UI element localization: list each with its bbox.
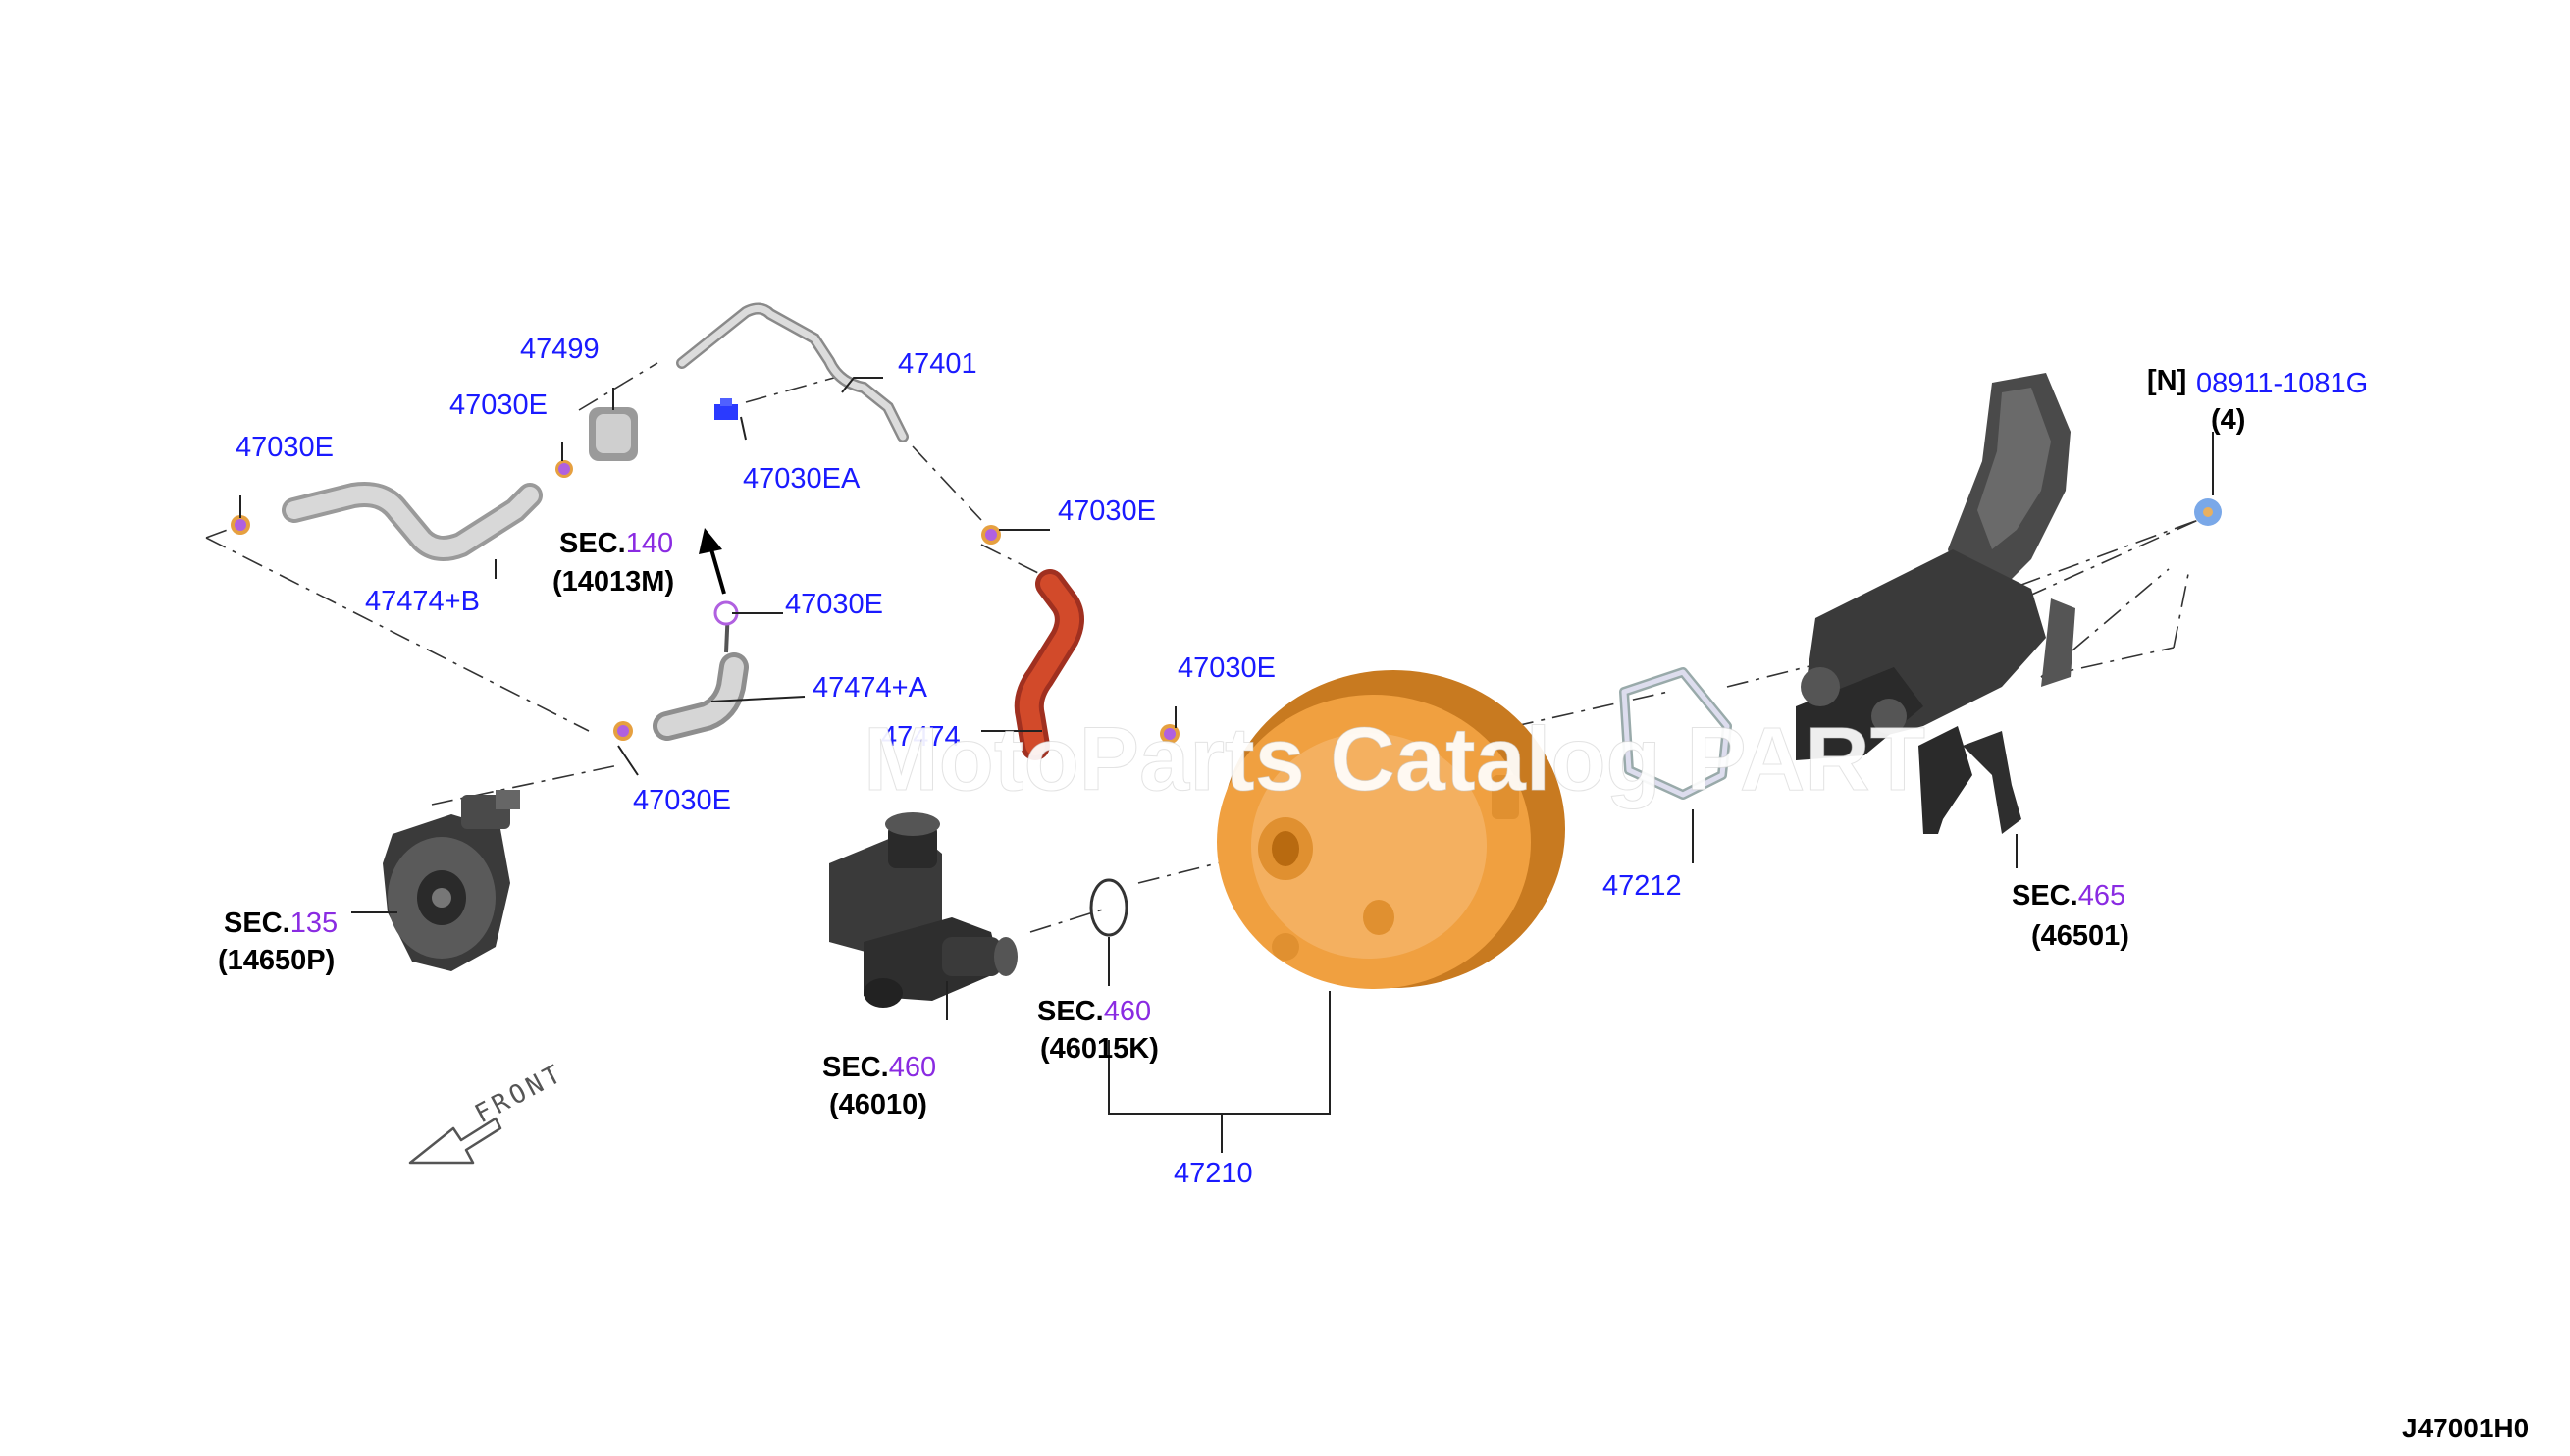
hose-47474-b [282,482,543,561]
clip-icon [1160,724,1180,744]
sec-135-label: SEC.135 [224,908,338,939]
callout-47474: 47474 [881,721,961,753]
sec-140-label: SEC.140 [559,528,673,559]
sec-140-code: (14013M) [552,566,674,598]
front-arrow-icon [408,1117,502,1165]
hose-47474-a [653,607,749,741]
grommet-47499 [589,407,638,461]
watermark: MotoParts Catalog PART [864,709,1925,809]
callout-47030EA: 47030EA [743,463,861,494]
callout-47030E: 47030E [633,785,731,816]
callout-47474A: 47474+A [813,672,928,703]
sec-465-label: SEC.465 [2012,880,2125,911]
callout-47030E: 47030E [449,390,548,421]
callout-47212: 47212 [1602,870,1682,902]
callout-47030E: 47030E [236,432,334,463]
callout-47030E: 47030E [1178,652,1276,684]
clips [231,398,2222,744]
arrow-icon [699,528,726,595]
clip-icon [231,515,250,535]
o-ring [1089,878,1128,937]
clip-icon [613,721,633,741]
vacuum-pump [383,790,520,971]
callouts: 47499 47401 47030E 47030E 47030EA 47030E… [236,334,2368,1189]
sec-460-oring-label: SEC.460 [1037,996,1151,1027]
callout-n-prefix: [N] [2147,365,2186,396]
washer-icon [2194,498,2222,526]
callout-47401: 47401 [898,348,977,380]
master-cylinder [829,812,1018,1008]
front-indicator: FRONT [408,1059,569,1165]
sec-460-oring-code: (46015K) [1040,1033,1159,1065]
clip-icon [714,398,738,420]
clip-icon [981,525,1001,545]
pipe-47401 [676,302,909,442]
hose-47474-red [1014,569,1084,760]
leader-lines [239,377,2214,1153]
callout-08911-1081G: 08911-1081G [2196,368,2368,399]
callout-47030E: 47030E [785,589,883,620]
pedal-assembly [1796,373,2075,834]
front-label: FRONT [470,1059,569,1130]
callout-47030E: 47030E [1058,495,1156,527]
sec-460-code: (46010) [829,1089,927,1120]
sec-135-code: (14650P) [218,945,335,976]
diagram-id: J47001H0 [2402,1413,2529,1443]
callout-47474B: 47474+B [365,586,480,617]
callout-47210: 47210 [1174,1158,1253,1189]
brake-booster [1217,670,1565,989]
clip-icon [555,460,573,478]
callout-47499: 47499 [520,334,600,365]
section-labels: SEC.140 (14013M) SEC.135 (14650P) SEC.46… [218,528,2129,1120]
sec-465-code: (46501) [2031,920,2129,952]
sec-460-label: SEC.460 [822,1052,936,1083]
callout-quantity: (4) [2211,404,2245,436]
gasket-47212 [1619,667,1732,800]
